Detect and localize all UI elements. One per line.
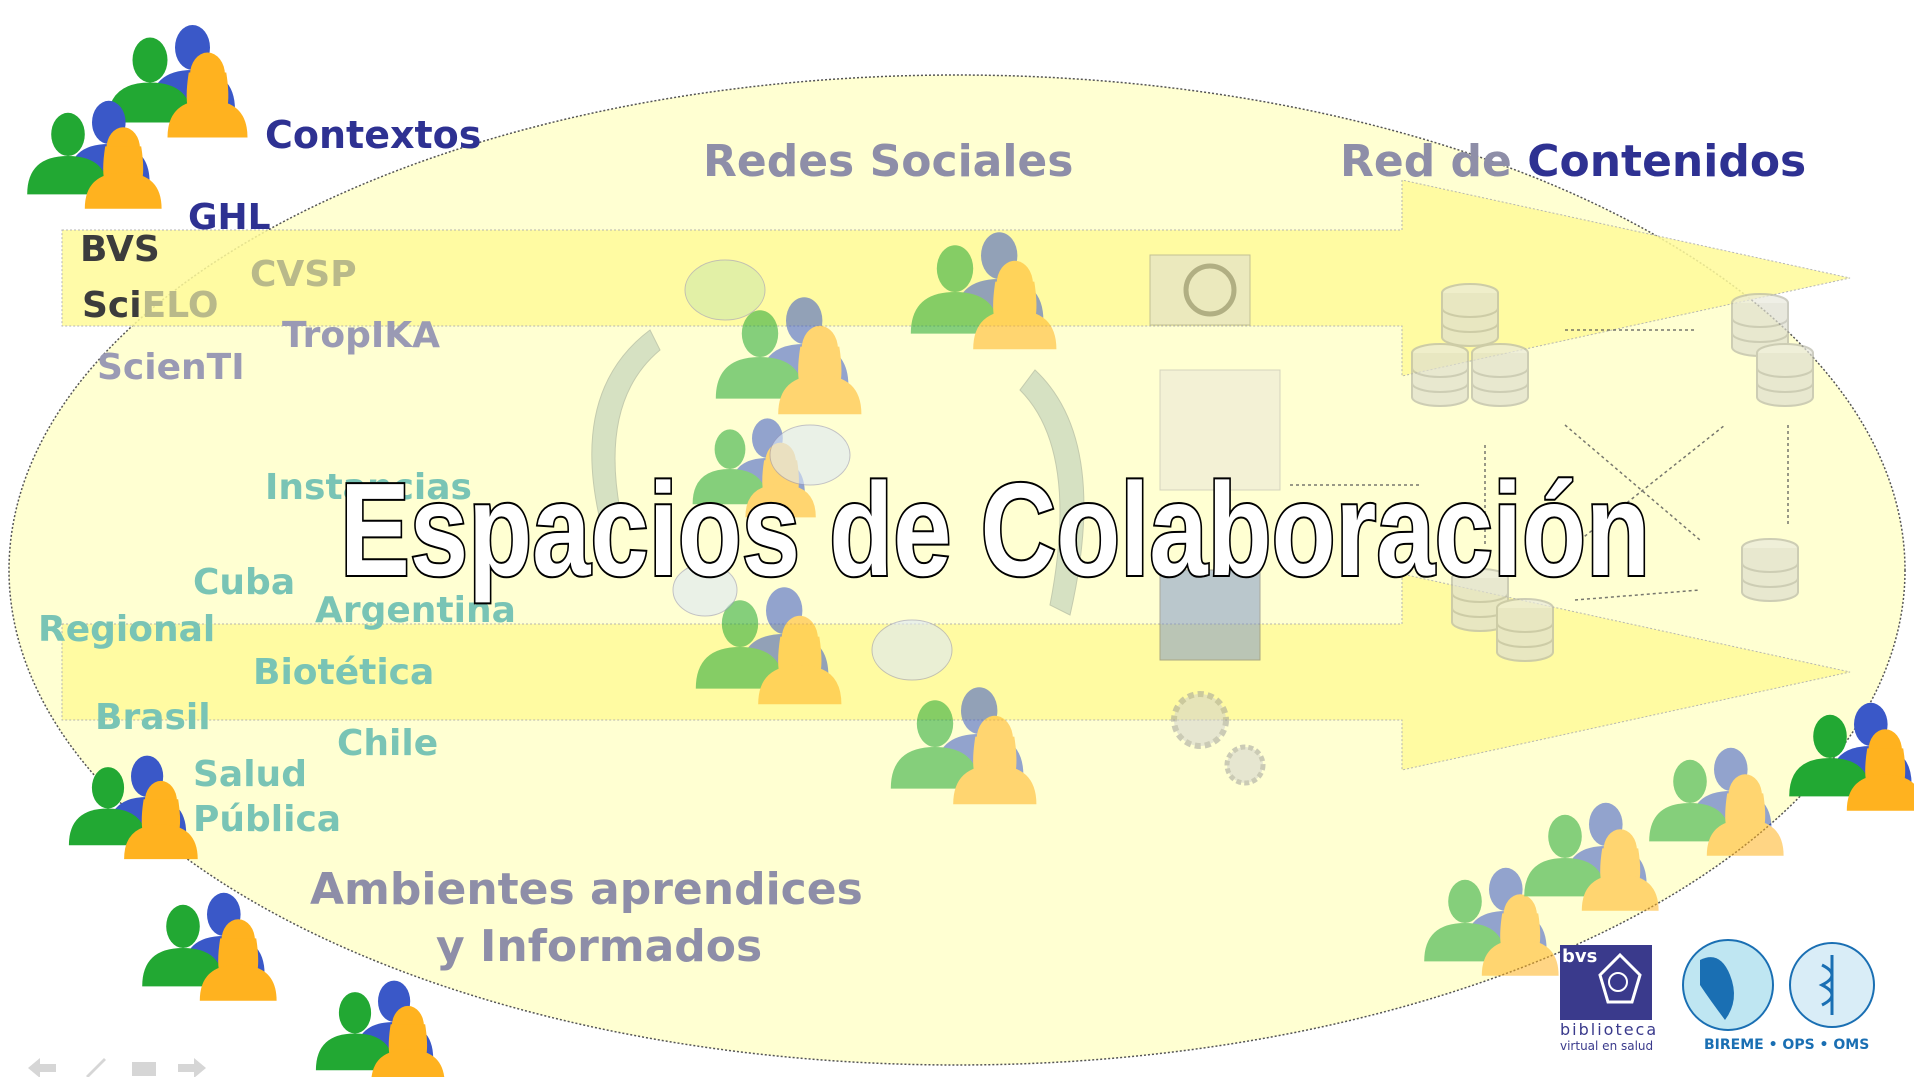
bvs-logo-line1: biblioteca xyxy=(1560,1020,1659,1039)
label-scielo-part1: Sci xyxy=(82,285,142,326)
bvs-logo xyxy=(1560,945,1652,1020)
refresh-cycle-icon xyxy=(591,329,1085,616)
redes-sociales-title: Redes Sociales xyxy=(703,136,1074,187)
people-group-icon xyxy=(142,893,276,1001)
bottom-arrow xyxy=(61,573,1851,771)
label-instancias: Instancias xyxy=(265,467,472,508)
ambientes-title-line2: y Informados xyxy=(436,921,763,972)
label-cuba: Cuba xyxy=(193,562,296,603)
label-salud: Salud xyxy=(193,754,307,795)
label-scielo: SciELO xyxy=(82,288,218,324)
label-scienti: ScienTI xyxy=(97,347,245,388)
main-title-text: Espacios de Colaboración xyxy=(340,456,1650,603)
notepad-icon xyxy=(1159,569,1261,661)
folder-edit-icon xyxy=(1159,369,1281,491)
chat-bubble-icon xyxy=(672,259,953,681)
nav-arrow-icon xyxy=(28,1058,206,1078)
gears-icon xyxy=(1171,691,1229,749)
label-publica: Pública xyxy=(193,799,342,840)
people-group-icon xyxy=(316,981,445,1077)
label-brasil: Brasil xyxy=(95,697,211,738)
label-bvs: BVS xyxy=(80,229,160,270)
bvs-logo-mark: bvs xyxy=(1562,946,1598,967)
bireme-logo xyxy=(1682,939,1875,1031)
label-tropika: TropIKA xyxy=(282,315,441,356)
label-ghl: GHL xyxy=(188,197,271,238)
ambientes-title-line1: Ambientes aprendices xyxy=(310,864,863,915)
people-group-icon xyxy=(108,25,248,138)
label-argentina: Argentina xyxy=(315,590,516,631)
red-contenidos-title: Red de Contenidos xyxy=(1340,140,1806,184)
main-title: Espacios de Colaboración xyxy=(338,455,1652,605)
label-regional: Regional xyxy=(38,609,216,650)
bireme-logo-text: BIREME • OPS • OMS xyxy=(1704,1037,1870,1053)
label-chile: Chile xyxy=(337,723,439,764)
label-contextos: Contextos xyxy=(265,113,482,157)
label-bioetica: Biotética xyxy=(253,652,435,693)
label-cvsp: CVSP xyxy=(250,254,357,295)
red-contenidos-title-part2: Contenidos xyxy=(1527,136,1807,187)
red-contenidos-title-part1: Red de xyxy=(1340,136,1528,187)
label-scielo-part2: ELO xyxy=(141,285,219,326)
bvs-logo-line2: virtual en salud xyxy=(1560,1039,1654,1053)
